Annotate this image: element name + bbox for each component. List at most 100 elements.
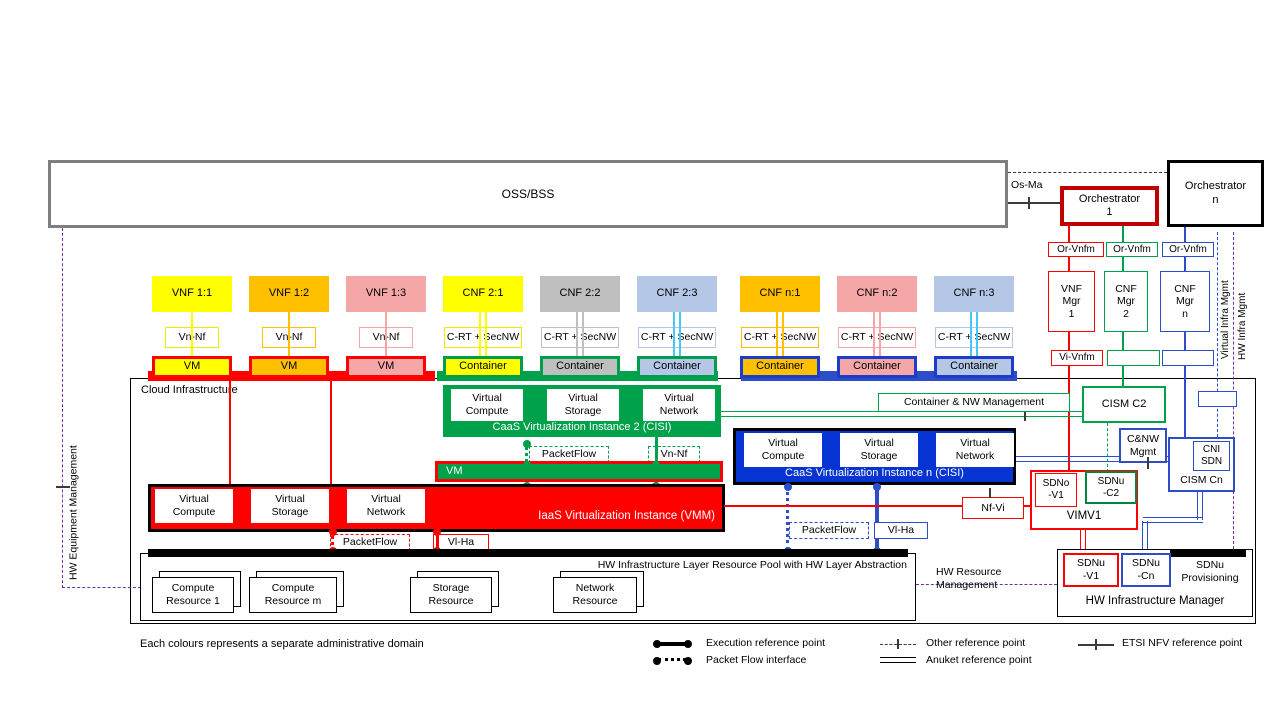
cloud-infrastructure-label: Cloud Infrastructure	[141, 384, 238, 396]
hw-equipment-mgmt-dashed-vline	[62, 228, 63, 588]
blue-small-box-empty	[1198, 391, 1237, 407]
hw-resource-mgmt-label: HW Resource Management	[936, 566, 1002, 592]
dot-green-4	[652, 461, 660, 469]
cism-cn-label: CISM Cn	[1180, 474, 1223, 486]
ref-box-crt-3: C-RT + SecNW	[638, 327, 716, 348]
network-resource-box: Network Resource	[553, 577, 637, 613]
caasn-virtual-storage: Virtual Storage	[840, 433, 918, 467]
connector-vnf13	[385, 312, 387, 357]
cnf-mgr-n-box: CNF Mgr n	[1160, 271, 1210, 332]
vlha-red-box: Vl-Ha	[433, 534, 489, 551]
or-vnfm-1-box: Or-Vnfm	[1048, 242, 1104, 257]
legend-execution-line	[657, 642, 687, 646]
nf-box-cnf-n-1: CNF n:1	[740, 276, 820, 312]
nfvi-tick	[989, 488, 991, 498]
sdnu-cn-box: SDNu -Cn	[1121, 553, 1171, 587]
cni-sdn-box: CNI SDN	[1193, 441, 1230, 471]
legend-packet-line	[658, 658, 686, 661]
caasn-title: CaaS Virtualization Instance n (CISI)	[785, 467, 964, 479]
legend-packet-dot-r	[684, 657, 692, 665]
vm-to-iaas-line-1	[229, 381, 231, 485]
iaas-virtual-storage: Virtual Storage	[251, 489, 329, 523]
packetflow-green-box: PacketFlow	[529, 446, 609, 463]
dot-red-1	[329, 528, 337, 536]
legend-other-tick	[897, 639, 899, 649]
legend-etsi-label: ETSI NFV reference point	[1122, 637, 1243, 649]
nf-box-vnf-1-3: VNF 1:3	[346, 276, 426, 312]
dot-blue-3	[873, 483, 881, 491]
vim-sdnu-v1-line	[1080, 530, 1086, 553]
caas2-virtual-storage: Virtual Storage	[547, 389, 619, 421]
nfvi-line	[724, 505, 1031, 507]
legend-packet-dot-l	[653, 657, 661, 665]
dot-green-1	[523, 440, 531, 448]
hw-equipment-mgmt-label: HW Equipment Management	[67, 445, 80, 580]
os-ma-line	[1008, 202, 1060, 204]
cnfn-mgmt-blue-line	[1184, 227, 1186, 437]
caasn-virtual-network: Virtual Network	[936, 433, 1014, 467]
packetflow-red-box: PacketFlow	[330, 534, 410, 551]
nf-box-cnf-n-3: CNF n:3	[934, 276, 1014, 312]
virtual-infra-mgmt-dashed-line	[1217, 232, 1218, 437]
or-vnfm-n-box: Or-Vnfm	[1162, 242, 1214, 257]
connector-cnfn3	[970, 312, 978, 357]
legend-anuket-line	[880, 657, 916, 663]
os-ma-tick	[1028, 197, 1030, 209]
os-ma-label: Os-Ma	[1011, 179, 1043, 191]
dot-red-3	[433, 528, 441, 536]
cismcn-sdnu-line-v1	[1197, 492, 1203, 520]
legend-execution-dot-r	[684, 640, 692, 648]
connector-vnf11	[191, 312, 193, 357]
legend-note: Each colours represents a separate admin…	[140, 638, 424, 650]
dot-green-2	[523, 461, 531, 469]
legend-other-label: Other reference point	[926, 637, 1026, 649]
packetflow-blue-line	[786, 485, 789, 551]
caas2-virtual-network: Virtual Network	[643, 389, 715, 421]
sdnu-c2-box: SDNu -C2	[1085, 471, 1137, 504]
ref-box-crt-4: C-RT + SecNW	[741, 327, 819, 348]
hw-pool-title: HW Infrastructure Layer Resource Pool wi…	[597, 559, 907, 571]
hw-infra-mgmt-dashed-line	[1233, 232, 1234, 549]
oss-orchestrator-n-dashed-line	[1008, 172, 1167, 173]
caasn-cismcn-anuket-line	[1016, 456, 1168, 462]
nf-box-cnf-2-1: CNF 2:1	[443, 276, 523, 312]
sdnu-v1-box: SDNu -V1	[1063, 553, 1119, 587]
green-ref-box-empty	[1107, 350, 1160, 366]
vim-label: VIMV1	[1066, 510, 1102, 522]
nf-box-vnf-1-1: VNF 1:1	[152, 276, 232, 312]
hw-infra-mgmt-label: HW Infra Mgmt	[1236, 292, 1248, 360]
storage-resource-box: Storage Resource	[410, 577, 492, 613]
legend-packet-label: Packet Flow interface	[706, 654, 807, 666]
blue-ref-box-empty	[1162, 350, 1214, 366]
unit-vm-1: VM	[152, 356, 232, 378]
nf-box-cnf-n-2: CNF n:2	[837, 276, 917, 312]
cism-c2-box: CISM C2	[1082, 386, 1166, 423]
caasn-cismcn-tick	[1147, 457, 1149, 469]
vlha-blue-line	[875, 485, 879, 551]
dot-blue-1	[784, 483, 792, 491]
unit-container-5: Container	[837, 356, 917, 378]
sdnu-provisioning-bar	[1170, 549, 1246, 557]
caas2-title: CaaS Virtualization Instance 2 (CISI)	[492, 421, 672, 433]
connector-cnf22	[576, 312, 584, 357]
vnf-mgr-1-box: VNF Mgr 1	[1048, 271, 1095, 332]
ref-box-crt-1: C-RT + SecNW	[444, 327, 522, 348]
nf-box-vnf-1-2: VNF 1:2	[249, 276, 329, 312]
vm-layer-bar: VM	[435, 461, 723, 482]
cnf-mgr-2-box: CNF Mgr 2	[1104, 271, 1148, 332]
container-nw-mgmt-box: Container & NW Management	[878, 393, 1070, 412]
nf-box-cnf-2-3: CNF 2:3	[637, 276, 717, 312]
legend-anuket-label: Anuket reference point	[926, 654, 1032, 666]
vlha-blue-box: Vl-Ha	[874, 522, 928, 539]
compute-resource-m-box: Compute Resource m	[249, 577, 337, 613]
sdno-v1-box: SDNo -V1	[1035, 473, 1077, 507]
connector-vnf12	[288, 312, 290, 357]
hw-equipment-mgmt-tick	[56, 486, 70, 488]
hw-resource-mgmt-line	[916, 584, 1057, 585]
vi-vnfm-box: Vi-Vnfm	[1051, 350, 1103, 366]
vnf-mgmt-red-line	[1068, 226, 1070, 473]
legend-etsi-tick	[1095, 639, 1097, 650]
unit-container-4: Container	[740, 356, 820, 378]
vm-to-iaas-line-2	[330, 381, 332, 485]
